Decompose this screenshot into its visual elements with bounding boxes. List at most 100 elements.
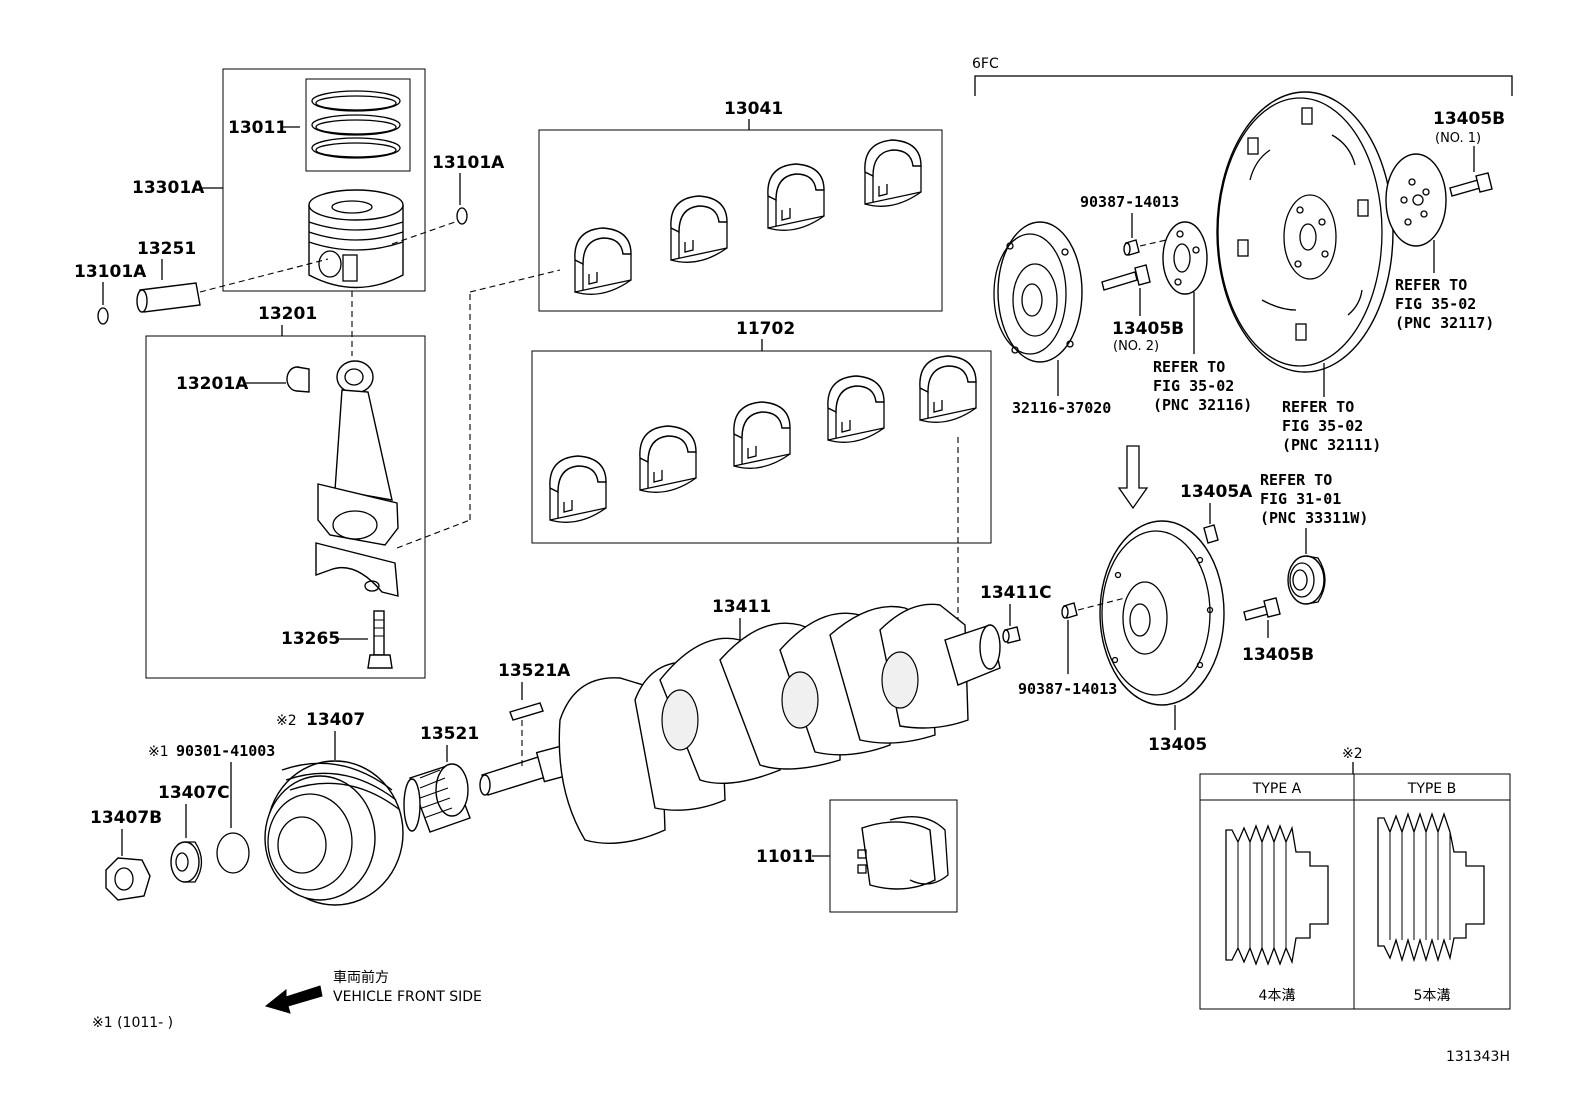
knock-pin-icon xyxy=(1203,524,1219,544)
label-13201A: 13201A xyxy=(176,374,249,394)
ref-32116-line1: REFER TO xyxy=(1153,358,1225,376)
label-90301-mark: ※1 xyxy=(148,744,169,760)
label-13411: 13411 xyxy=(712,597,771,617)
label-90387-14013-bottom: 90387-14013 xyxy=(1018,680,1117,698)
rod-bearing-shell-3 xyxy=(767,163,825,231)
label-13201: 13201 xyxy=(258,304,317,324)
main-bearing-shell-3 xyxy=(733,401,791,469)
ref-32117-line1: REFER TO xyxy=(1395,276,1467,294)
flywheel-bolt-lower-icon xyxy=(1243,597,1281,621)
connecting-rod-icon xyxy=(315,360,399,597)
pulley-type-a-profile xyxy=(1225,824,1329,966)
label-11702: 11702 xyxy=(736,319,795,339)
label-6fc: 6FC xyxy=(972,56,999,72)
pilot-bushing-icon xyxy=(1002,626,1021,644)
main-bearing-box xyxy=(531,350,992,544)
crankshaft-timing-gear-icon xyxy=(403,763,471,833)
type-a-label: TYPE A xyxy=(1252,781,1302,797)
pulley-type-mark: ※2 xyxy=(1342,746,1363,762)
label-13405B-no2-sub: (NO. 2) xyxy=(1113,339,1159,354)
drive-plate-flange-icon xyxy=(1162,221,1208,295)
main-bearing-shell-4 xyxy=(827,375,885,443)
pulley-type-b-profile xyxy=(1377,811,1485,963)
ref-32116-line3: (PNC 32116) xyxy=(1153,396,1252,414)
rod-bearing-shell-1 xyxy=(574,227,632,295)
label-13101A-left: 13101A xyxy=(74,262,147,282)
main-bearing-shell-2 xyxy=(639,425,697,493)
crankshaft-icon xyxy=(479,603,1001,844)
label-13521A: 13521A xyxy=(498,661,571,681)
type-b-label: TYPE B xyxy=(1407,781,1456,797)
piston-assembly-box xyxy=(222,68,426,292)
label-13251: 13251 xyxy=(137,239,196,259)
label-90301-41003: 90301-41003 xyxy=(176,742,275,760)
piston-ring-box xyxy=(305,78,411,172)
rod-bushing-icon xyxy=(286,366,310,393)
ref-32111-line2: FIG 35-02 xyxy=(1282,417,1363,435)
bushing-top-icon xyxy=(1123,239,1140,256)
ref-33311-line3: (PNC 33311W) xyxy=(1260,509,1368,527)
vehicle-front-en: VEHICLE FRONT SIDE xyxy=(333,989,482,1005)
main-bearing-shell-1 xyxy=(549,455,607,523)
label-13405A: 13405A xyxy=(1180,482,1253,502)
connecting-rod-box xyxy=(145,335,426,679)
rod-bearing-box xyxy=(538,129,943,312)
label-13041: 13041 xyxy=(724,99,783,119)
label-13407C: 13407C xyxy=(158,783,230,803)
rod-bearings-icon xyxy=(574,139,922,295)
pulley-nut-icon xyxy=(105,857,151,901)
diagram-code: 131343H xyxy=(1446,1049,1510,1065)
ref-32117-line3: (PNC 32117) xyxy=(1395,314,1494,332)
main-bearings-icon xyxy=(549,355,977,523)
label-13301A: 13301A xyxy=(132,178,205,198)
ref-32117-line2: FIG 35-02 xyxy=(1395,295,1476,313)
type-a-groove-note: 4本溝 xyxy=(1259,988,1296,1004)
spacer-icon xyxy=(170,841,203,883)
label-13407B: 13407B xyxy=(90,808,162,828)
o-ring-icon xyxy=(216,832,250,874)
label-32116-37020: 32116-37020 xyxy=(1012,399,1111,417)
rod-bearing-shell-2 xyxy=(670,195,728,263)
woodruff-key-icon xyxy=(509,702,544,721)
label-13405: 13405 xyxy=(1148,735,1207,755)
piston-rings-icon xyxy=(311,90,401,159)
front-arrow-icon xyxy=(264,985,323,1014)
label-13405B-lower: 13405B xyxy=(1242,645,1314,665)
ref-32111-line3: (PNC 32111) xyxy=(1282,436,1381,454)
flywheel-icon xyxy=(1099,520,1225,706)
rod-bolt-icon xyxy=(367,610,393,669)
snap-ring-left-icon xyxy=(97,307,109,325)
rod-bearing-shell-4 xyxy=(864,139,922,207)
label-11011: 11011 xyxy=(756,847,815,867)
main-bearing-shell-5 xyxy=(919,355,977,423)
piston-icon xyxy=(308,189,404,289)
ref-33311-line1: REFER TO xyxy=(1260,471,1332,489)
drive-plate-icon xyxy=(1216,91,1394,373)
footnote-mark-1: ※1 (1011- ) xyxy=(92,1015,173,1031)
flywheel-bolt-no1-icon xyxy=(1449,172,1493,197)
label-13407: 13407 xyxy=(306,710,365,730)
reinforcement-plate-icon xyxy=(1385,153,1447,247)
torque-converter-spacer-icon xyxy=(993,221,1083,363)
label-13011: 13011 xyxy=(228,118,287,138)
label-13405B-no2: 13405B xyxy=(1112,319,1184,339)
label-13405B-no1: 13405B xyxy=(1433,109,1505,129)
ref-32111-line1: REFER TO xyxy=(1282,398,1354,416)
flywheel-bolt-no2-icon xyxy=(1101,264,1151,291)
bushing-bottom-icon xyxy=(1061,602,1078,619)
pulley-type-box xyxy=(1199,773,1511,1010)
ref-33311-line2: FIG 31-01 xyxy=(1260,490,1341,508)
label-13405B-no1-sub: (NO. 1) xyxy=(1435,131,1481,146)
thrust-washers-icon xyxy=(857,816,949,890)
label-13411C: 13411C xyxy=(980,583,1052,603)
label-90387-14013-top: 90387-14013 xyxy=(1080,193,1179,211)
label-13265: 13265 xyxy=(281,629,340,649)
vehicle-front-jp: 車両前方 xyxy=(333,969,389,986)
ref-32116-line2: FIG 35-02 xyxy=(1153,377,1234,395)
label-13521: 13521 xyxy=(420,724,479,744)
pilot-bearing-icon xyxy=(1287,555,1326,605)
snap-ring-right-icon xyxy=(456,207,468,225)
crankshaft-pulley-icon xyxy=(264,760,404,906)
label-13101A-right: 13101A xyxy=(432,153,505,173)
